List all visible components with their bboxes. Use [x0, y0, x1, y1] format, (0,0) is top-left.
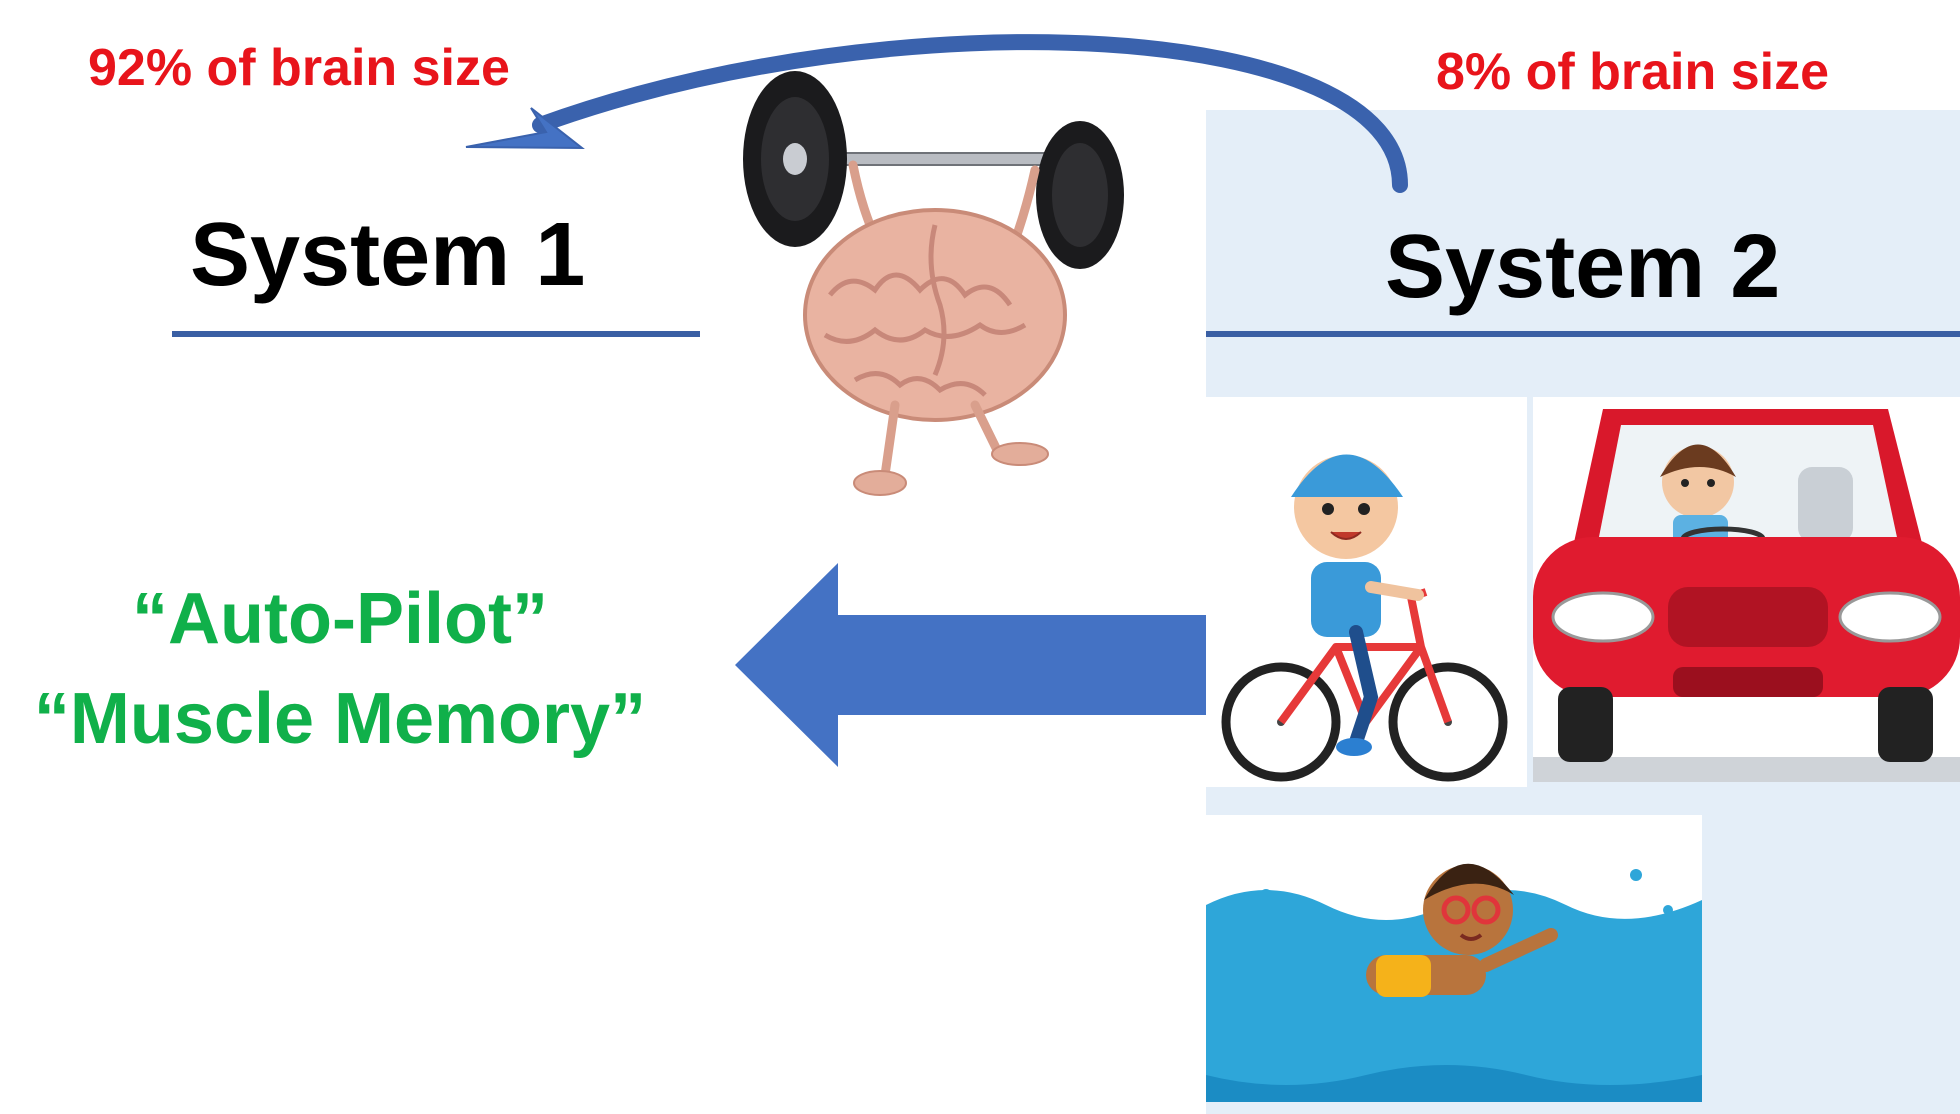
system1-underline [172, 331, 700, 337]
system2-underline [1206, 331, 1960, 337]
boy-swimming-illustration [1206, 863, 1702, 1102]
big-left-arrow [735, 563, 1210, 767]
curved-arrow-shaft [532, 34, 1408, 193]
weightlifting-brain-illustration [743, 71, 1124, 496]
system2-title: System 2 [1385, 217, 1781, 317]
muscle-memory-text: “Muscle Memory” [33, 679, 647, 759]
girl-driving-car-illustration [1533, 409, 1960, 782]
swimming-card [1206, 815, 1702, 1102]
system1-title: System 1 [190, 205, 586, 305]
system2-share-label: 8% of brain size [1436, 43, 1829, 101]
autopilot-text: “Auto-Pilot” [132, 579, 548, 659]
curved-arrow-head [465, 107, 585, 150]
system1-share-label: 92% of brain size [88, 39, 510, 97]
boy-on-bicycle-illustration [1221, 454, 1508, 782]
car-card [1533, 397, 1960, 782]
bicycle-card [1206, 397, 1527, 787]
